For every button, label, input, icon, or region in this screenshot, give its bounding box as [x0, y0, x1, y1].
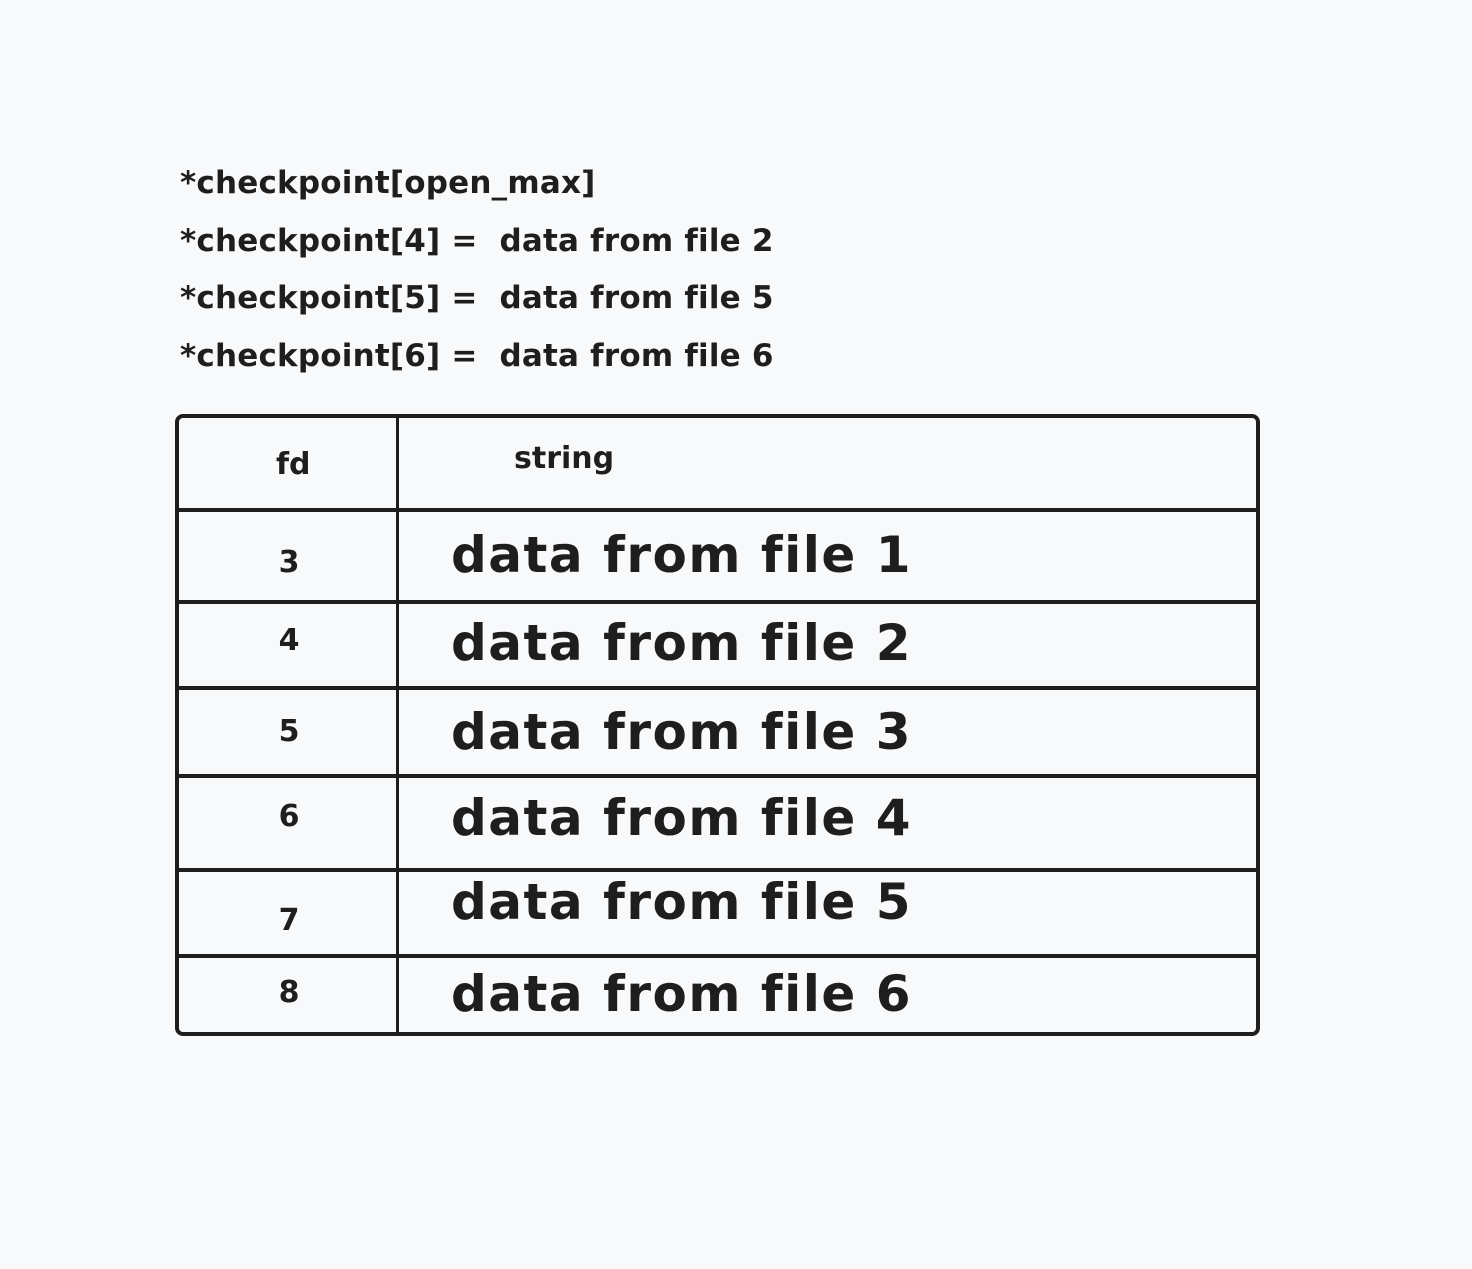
- row-divider: [179, 508, 1256, 512]
- table-row-fd: 5: [278, 714, 300, 749]
- table-row-string: data from file 1: [451, 526, 912, 584]
- header-fd: fd: [276, 447, 311, 482]
- table-row-string: data from file 4: [451, 789, 912, 847]
- checkpoint-note: *checkpoint[4] = data from file 2: [180, 223, 774, 259]
- row-divider: [179, 774, 1256, 778]
- checkpoint-note: *checkpoint[open_max]: [180, 165, 596, 201]
- row-divider: [179, 686, 1256, 690]
- file-descriptor-table: fd string 3 data from file 1 4 data from…: [175, 414, 1260, 1036]
- table-row-fd: 6: [278, 799, 300, 834]
- table-row-string: data from file 6: [451, 965, 912, 1023]
- header-string: string: [514, 441, 615, 476]
- row-divider: [179, 600, 1256, 604]
- checkpoint-note: *checkpoint[5] = data from file 5: [180, 280, 774, 316]
- checkpoint-note: *checkpoint[6] = data from file 6: [180, 338, 774, 374]
- column-divider: [396, 418, 399, 1032]
- table-row-string: data from file 3: [451, 703, 912, 761]
- table-row-fd: 3: [278, 545, 300, 580]
- table-row-string: data from file 2: [451, 614, 912, 672]
- table-row-string: data from file 5: [451, 873, 912, 931]
- table-row-fd: 7: [278, 903, 300, 938]
- row-divider: [179, 868, 1256, 872]
- row-divider: [179, 954, 1256, 958]
- table-row-fd: 8: [278, 975, 300, 1010]
- table-row-fd: 4: [278, 623, 300, 658]
